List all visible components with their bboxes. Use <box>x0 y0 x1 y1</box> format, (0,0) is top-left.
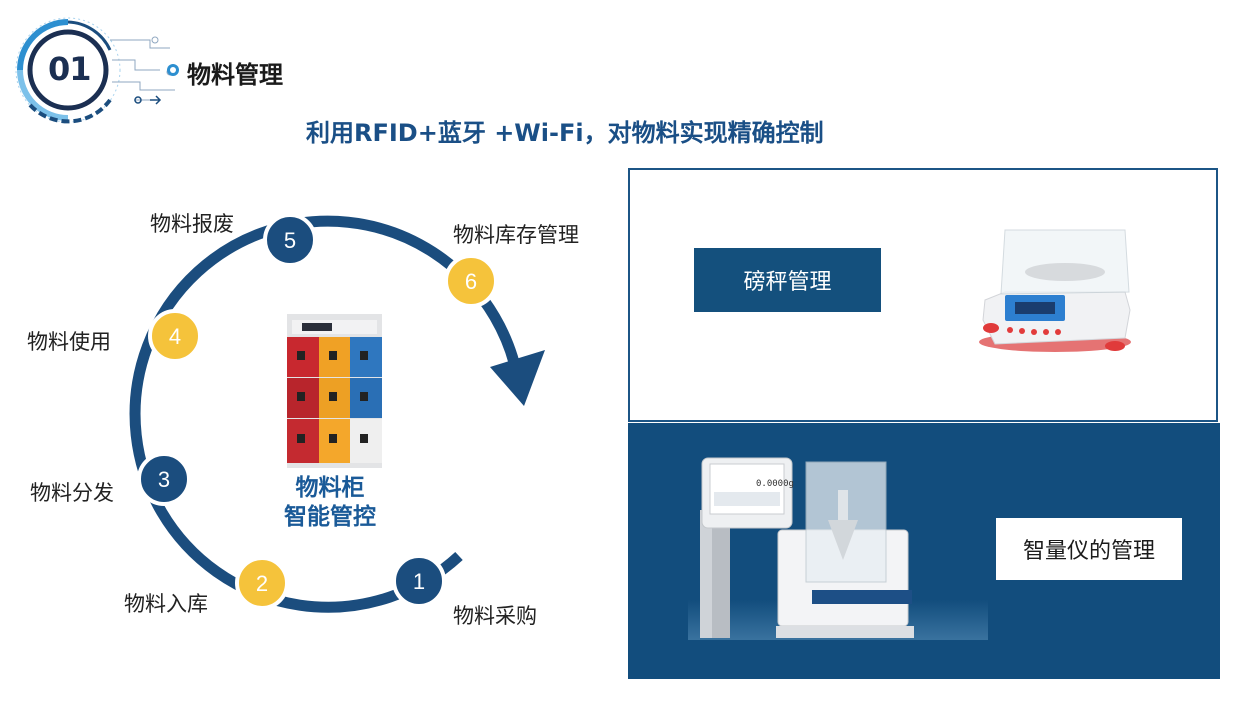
cycle-arrow-head <box>490 350 545 406</box>
step-circle-inventory <box>444 254 498 308</box>
step-label-distribution: 物料分发 <box>30 481 114 505</box>
section-badge-graphic <box>15 17 179 124</box>
cabinet-caption-line2: 智能管控 <box>284 504 376 530</box>
scale-management-button[interactable]: 磅秤管理 <box>694 248 881 312</box>
material-cabinet-illustration <box>287 314 382 468</box>
step-number-scrap: 5 <box>284 228 296 253</box>
material-cycle-diagram: 1 2 3 4 5 6 <box>129 213 545 613</box>
step-number-inbound: 2 <box>256 571 268 596</box>
step-circle-inbound <box>235 556 289 610</box>
section-number: 01 <box>48 50 92 88</box>
step-circle-purchase <box>392 554 446 608</box>
cabinet-caption-line1: 物料柜 <box>295 475 365 501</box>
analytical-balance-image: 0.0000g <box>688 457 988 640</box>
platform-scale-image <box>979 229 1131 352</box>
balance-display-reading: 0.0000g <box>756 479 794 489</box>
step-label-inbound: 物料入库 <box>124 592 208 616</box>
step-number-purchase: 1 <box>413 569 425 594</box>
step-number-usage: 4 <box>169 324 181 349</box>
step-number-distribution: 3 <box>158 467 170 492</box>
cycle-ring <box>129 215 526 613</box>
step-label-purchase: 物料采购 <box>453 604 537 628</box>
cabinet-caption: 物料柜 智能管控 <box>270 474 390 532</box>
step-circle-distribution <box>137 452 191 506</box>
step-label-usage: 物料使用 <box>27 330 111 354</box>
step-circle-scrap <box>263 213 317 267</box>
section-title: 物料管理 <box>187 61 283 89</box>
smart-instrument-management-button[interactable]: 智量仪的管理 <box>996 518 1182 580</box>
step-label-scrap: 物料报废 <box>150 212 234 236</box>
step-label-inventory: 物料库存管理 <box>453 223 579 247</box>
step-circle-usage <box>148 309 202 363</box>
step-number-inventory: 6 <box>465 269 477 294</box>
page-subtitle: 利用RFID+蓝牙 +Wi-Fi，对物料实现精确控制 <box>306 119 824 147</box>
